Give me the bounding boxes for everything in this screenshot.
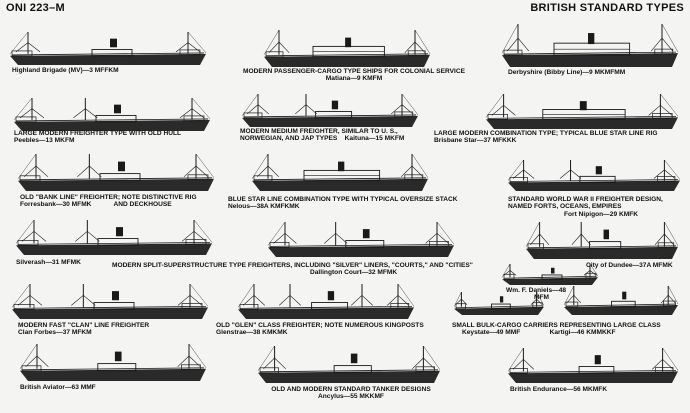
caption-highland-brigade: Highland Brigade (MV)—3 MFFKM xyxy=(12,67,119,74)
caption-brisbane-star: LARGE MODERN COMBINATION TYPE; TYPICAL B… xyxy=(434,130,658,145)
ship-silhouette-kaituna xyxy=(240,92,420,128)
caption-small-bulk-carriers: SMALL BULK-CARGO CARRIERS REPRESENTING L… xyxy=(452,322,661,337)
ship-silhouette-peebles xyxy=(12,96,212,132)
ship-silhouette-derbyshire xyxy=(500,22,680,68)
ship-silhouette-forresbank xyxy=(16,152,216,192)
page-title: BRITISH STANDARD TYPES xyxy=(530,2,684,14)
ship-silhouette-glenstrae xyxy=(236,282,416,320)
caption-derbyshire: Derbyshire (Bibby Line)—9 MKMFMM xyxy=(508,69,626,76)
document-code: ONI 223–M xyxy=(6,2,65,14)
caption-wm-f-daniels: Wm. F. Daniels—48 MFM xyxy=(506,287,567,302)
ship-silhouette-nelous xyxy=(250,152,430,192)
caption-matiana: MODERN PASSENGER-CARGO TYPE SHIPS FOR CO… xyxy=(242,68,466,83)
caption-kaituna: MODERN MEDIUM FREIGHTER, SIMILAR TO U. S… xyxy=(240,128,405,143)
ship-silhouette-dallington-court xyxy=(266,220,456,258)
ship-silhouette-kartigi xyxy=(562,284,680,316)
caption-ancylus: OLD AND MODERN STANDARD TANKER DESIGNS A… xyxy=(271,386,431,401)
ship-silhouette-clan-forbes xyxy=(10,282,210,320)
ship-silhouette-brisbane-star xyxy=(484,92,680,130)
ship-silhouette-matiana xyxy=(262,28,432,68)
caption-peebles: LARGE MODERN FREIGHTER TYPE WITH OLD HUL… xyxy=(14,130,182,145)
caption-city-of-dundee: City of Dundee—37A MFMK xyxy=(586,262,673,269)
caption-dallington-court: MODERN SPLIT-SUPERSTRUCTURE TYPE FREIGHT… xyxy=(112,262,473,277)
ship-silhouette-highland-brigade xyxy=(8,30,208,66)
caption-fort-nipigon: STANDARD WORLD WAR II FREIGHTER DESIGN, … xyxy=(508,196,663,218)
caption-clan-forbes: MODERN FAST "CLAN" LINE FREIGHTER Clan F… xyxy=(18,322,150,337)
caption-silverash: Silverash—31 MFMK xyxy=(16,259,81,266)
ship-silhouette-wm-f-daniels xyxy=(500,262,600,286)
ship-silhouette-city-of-dundee xyxy=(524,220,680,260)
ship-silhouette-ancylus xyxy=(256,344,442,384)
caption-british-endurance: British Endurance—56 MKMFK xyxy=(510,386,608,393)
ship-silhouette-british-endurance xyxy=(506,346,680,384)
caption-british-aviator: British Aviator—63 MMF xyxy=(20,384,96,391)
ship-silhouette-silverash xyxy=(14,218,214,256)
ship-silhouette-fort-nipigon xyxy=(506,158,682,192)
ship-silhouette-keystate xyxy=(452,290,546,316)
caption-nelous: BLUE STAR LINE COMBINATION TYPE WITH TYP… xyxy=(228,196,458,211)
caption-forresbank: OLD "BANK LINE" FREIGHTER; NOTE DISTINCT… xyxy=(20,194,197,209)
caption-glenstrae: OLD "GLEN" CLASS FREIGHTER; NOTE NUMEROU… xyxy=(216,322,424,337)
ship-silhouette-british-aviator xyxy=(18,342,208,382)
